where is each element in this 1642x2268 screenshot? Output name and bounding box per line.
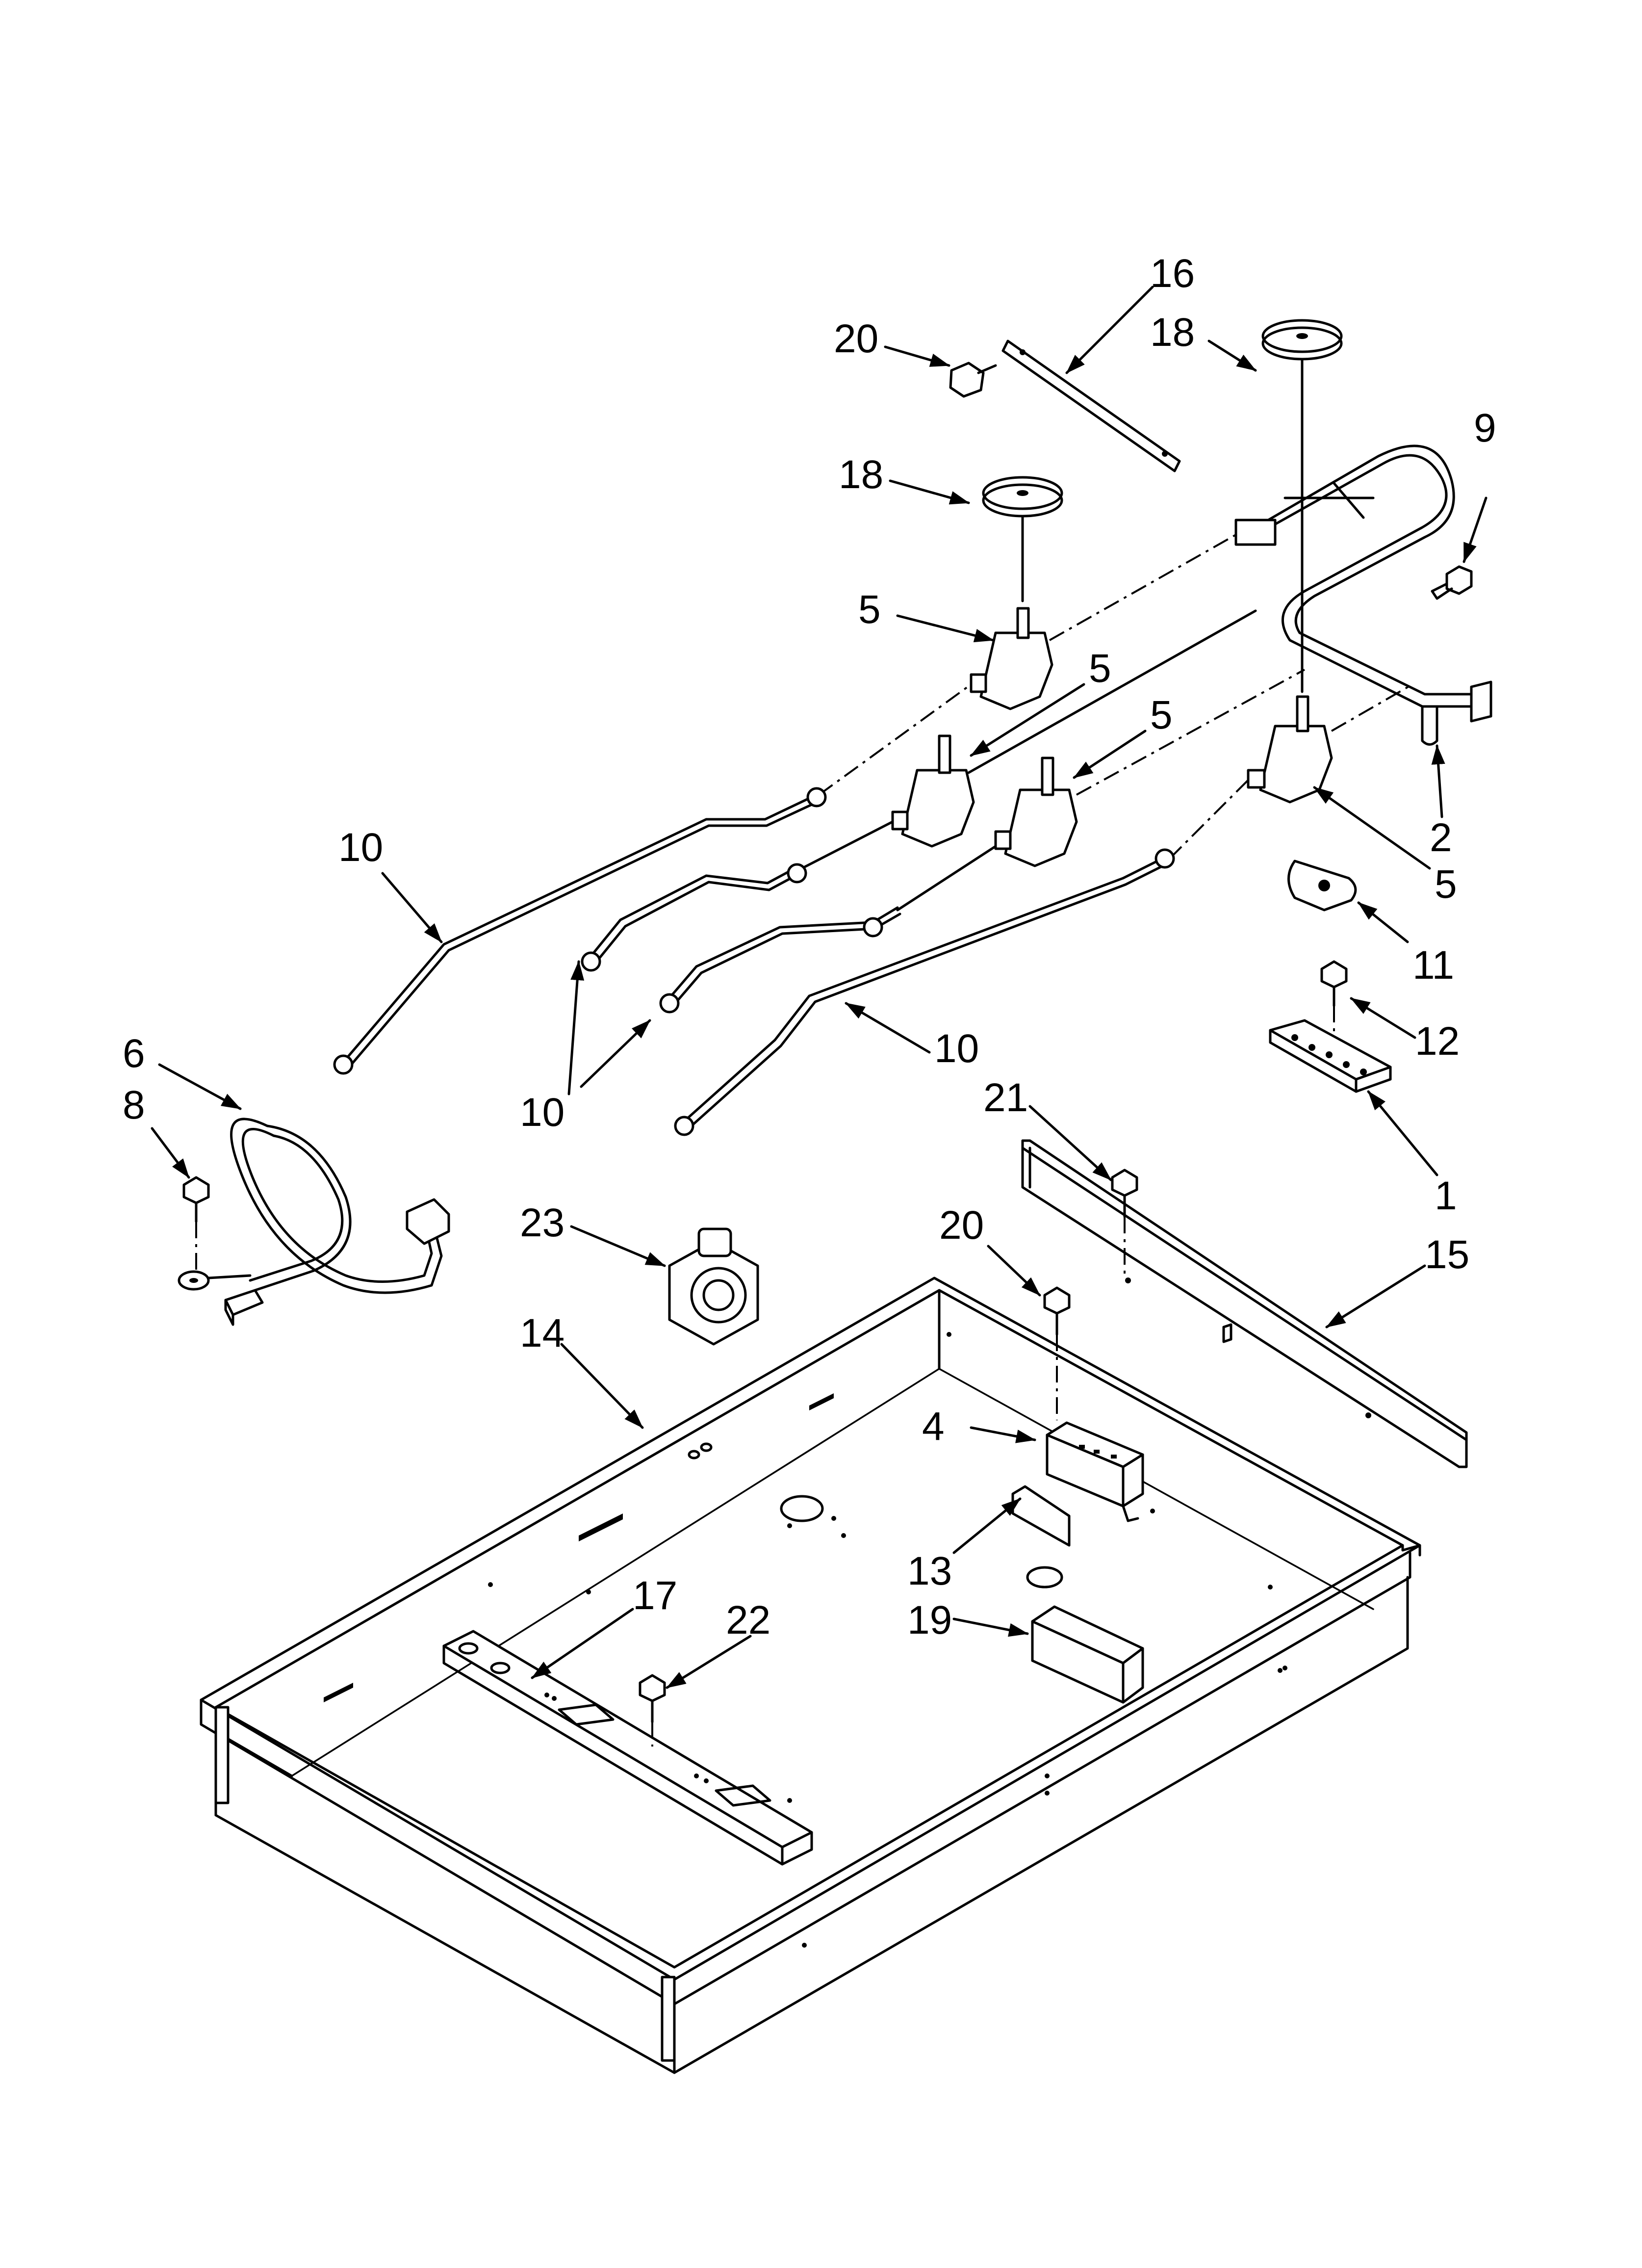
screw-part-12	[1320, 960, 1348, 1035]
callout-5: 5	[1150, 693, 1173, 737]
drawing-rail-part-15	[1021, 1139, 1468, 1468]
callout-18: 18	[839, 452, 883, 497]
valve-1	[970, 534, 1236, 710]
screw-part-20-lower	[1043, 1286, 1071, 1420]
bracket-part-16	[1001, 339, 1181, 472]
callout-10: 10	[520, 1090, 564, 1135]
callout-19: 19	[907, 1598, 952, 1642]
callout-5: 5	[858, 587, 881, 632]
drawing-part-23	[668, 1227, 759, 1346]
screw-part-22	[639, 1674, 666, 1747]
callout-15: 15	[1425, 1232, 1469, 1277]
screw-part-9	[1431, 565, 1473, 600]
screw-part-20-top	[949, 362, 997, 398]
leader-lines	[151, 286, 1488, 1689]
drawing-part-13	[1011, 1485, 1071, 1547]
callout-18: 18	[1150, 310, 1195, 355]
callout-9: 9	[1474, 406, 1496, 450]
drawing-part-19	[1031, 1605, 1144, 1704]
callout-12: 12	[1415, 1019, 1460, 1064]
callout-5: 5	[1435, 862, 1457, 907]
callout-6: 6	[123, 1031, 145, 1076]
callout-17: 17	[633, 1573, 677, 1618]
screw-part-21	[1111, 1169, 1138, 1276]
drawing-burner-assembly	[333, 319, 1492, 1136]
drawing-part-17	[442, 1630, 813, 1866]
burner-cap-left	[982, 476, 1063, 602]
bracket-part-1	[1269, 1019, 1392, 1093]
burner-cap-right	[1261, 319, 1343, 693]
callout-20: 20	[834, 316, 878, 361]
callout-8: 8	[123, 1083, 145, 1127]
drawing-wiring-harness	[178, 1118, 450, 1326]
callout-1: 1	[1435, 1173, 1457, 1218]
callout-10: 10	[338, 825, 383, 870]
burner-tube-part	[1234, 444, 1492, 746]
callout-10: 10	[934, 1026, 979, 1071]
drawing-base-tray	[200, 1277, 1421, 2074]
gas-tubes	[333, 683, 1249, 1136]
drawing-part-4	[1046, 1421, 1144, 1522]
callout-4: 4	[922, 1404, 945, 1449]
gasket-part-11	[1287, 860, 1357, 912]
callout-11: 11	[1412, 943, 1454, 988]
callout-21: 21	[983, 1075, 1028, 1120]
callout-14: 14	[520, 1311, 564, 1356]
callout-16: 16	[1150, 251, 1195, 296]
callout-5: 5	[1089, 646, 1111, 691]
valve-2	[891, 609, 1257, 848]
callout-2: 2	[1430, 815, 1452, 860]
valve-4	[1247, 683, 1413, 804]
callout-labels: 16 18 20 9 18 5 5 5 2 5 10 11 10 12 6 8 …	[123, 251, 1496, 1642]
callout-22: 22	[726, 1598, 770, 1642]
valve-3	[994, 669, 1305, 867]
callout-20: 20	[939, 1203, 984, 1248]
callout-23: 23	[520, 1200, 564, 1245]
callout-13: 13	[907, 1549, 952, 1593]
